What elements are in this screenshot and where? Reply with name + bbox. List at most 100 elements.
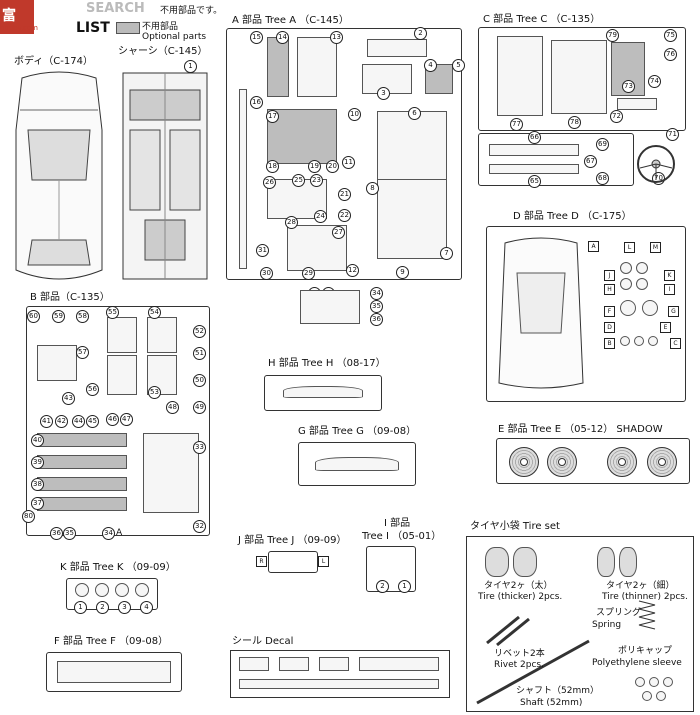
tree-g-label: G 部品 Tree G （09-08） xyxy=(298,426,417,437)
tree-c-part-77 xyxy=(497,36,543,116)
tree-d-mark: J xyxy=(604,270,615,281)
tree-k-num: 4 xyxy=(140,601,153,614)
tree-b-num: 38 xyxy=(31,478,44,491)
tree-d-lens xyxy=(634,336,644,346)
tire-thick xyxy=(485,547,509,577)
tree-a-part-14 xyxy=(267,37,289,97)
optional-note-jp2: 不用部品 xyxy=(142,22,179,32)
tree-c-part-72 xyxy=(617,98,657,110)
tree-c-num: 69 xyxy=(596,138,609,151)
tree-c-num: 75 xyxy=(664,29,677,42)
tree-c-num: 76 xyxy=(664,48,677,61)
tree-c-part-78 xyxy=(551,40,607,114)
tree-e-wheel xyxy=(509,447,539,477)
tree-d-lens xyxy=(620,278,632,290)
tree-j-frame xyxy=(268,551,318,573)
tree-a-part-13 xyxy=(297,37,337,97)
tire-thick-en: Tire (thicker) 2pcs. xyxy=(478,592,563,602)
tree-b-num: 53 xyxy=(148,386,161,399)
tree-c-frame-upper xyxy=(478,27,686,131)
tree-a-num: 19 xyxy=(308,160,321,173)
tree-a-num: 35 xyxy=(370,300,383,313)
tree-d-window xyxy=(498,237,584,389)
decal-plate xyxy=(279,657,309,671)
tree-a-num: 28 xyxy=(285,216,298,229)
tree-c-num: 66 xyxy=(528,131,541,144)
tree-a-num: 22 xyxy=(338,209,351,222)
tree-b-num: 80 xyxy=(22,510,35,523)
tree-b-num: 58 xyxy=(76,310,89,323)
tree-b-seat xyxy=(107,355,137,395)
tree-a-num: 17 xyxy=(266,110,279,123)
tree-b-seat xyxy=(107,317,137,353)
tree-b-num: 50 xyxy=(193,374,206,387)
tree-a-num: 15 xyxy=(250,31,263,44)
tree-k-part xyxy=(75,583,89,597)
tree-b-num: 56 xyxy=(86,383,99,396)
sleeve-en: Polyethylene sleeve xyxy=(592,658,682,668)
tree-b-label: B 部品（C-135） xyxy=(30,292,110,303)
tree-i-num: 2 xyxy=(376,580,389,593)
tree-g-frame xyxy=(298,442,416,486)
chassis-label: シャーシ（C-145） xyxy=(118,46,208,57)
tire-thin xyxy=(597,547,615,577)
tree-b-num: 47 xyxy=(120,413,133,426)
tree-a-num: 16 xyxy=(250,96,263,109)
tree-d-mark: F xyxy=(604,306,615,317)
tree-d-mark: L xyxy=(624,242,635,253)
tree-b-num: 42 xyxy=(55,415,68,428)
decal-plate xyxy=(319,657,349,671)
tree-b-num: 43 xyxy=(62,392,75,405)
optional-swatch xyxy=(116,22,140,34)
tree-a-num: 11 xyxy=(342,156,355,169)
tree-a-num: 27 xyxy=(332,226,345,239)
brand-logo: 富 xyxy=(0,0,34,34)
tree-b-num: 48 xyxy=(166,401,179,414)
body-label: ボディ（C-174） xyxy=(14,56,93,67)
tree-a-num: 24 xyxy=(314,210,327,223)
brand-glyph: 富 xyxy=(2,8,16,24)
decal-badge-strip xyxy=(359,657,439,671)
tire-set-frame xyxy=(466,536,694,712)
tree-b-num: 49 xyxy=(193,401,206,414)
tree-b-num: 59 xyxy=(52,310,65,323)
tree-d-lens xyxy=(636,262,648,274)
tire-thin-jp: タイヤ2ヶ（細） xyxy=(606,581,675,591)
tree-c-num: 71 xyxy=(666,128,679,141)
brand-sub: hobby.com xyxy=(0,24,38,32)
spring-jp: スプリング xyxy=(596,608,642,618)
body-drawing xyxy=(15,71,103,280)
tree-k-num: 2 xyxy=(96,601,109,614)
tree-d-mark: E xyxy=(660,322,671,333)
tree-a-num: 21 xyxy=(338,188,351,201)
tree-b-num: 35 xyxy=(63,527,76,540)
tree-c-num: 74 xyxy=(648,75,661,88)
tree-j-label: J 部品 Tree J （09-09） xyxy=(238,535,347,546)
tree-a-num: 13 xyxy=(330,31,343,44)
tree-a-sprue-extension xyxy=(300,290,360,324)
tree-d-mark: K xyxy=(664,270,675,281)
tree-k-part xyxy=(95,583,109,597)
chassis-part-number: 1 xyxy=(184,60,197,73)
tree-d-lens xyxy=(620,336,630,346)
tree-c-num: 79 xyxy=(606,29,619,42)
tree-a-num: 10 xyxy=(348,108,361,121)
sleeve xyxy=(656,691,666,701)
tree-a-num: 3 xyxy=(377,87,390,100)
tire-thick-jp: タイヤ2ヶ（太） xyxy=(484,581,553,591)
tire-set-label: タイヤ小袋 Tire set xyxy=(470,521,560,532)
tree-d-lens xyxy=(648,336,658,346)
tree-c-part-65 xyxy=(489,164,579,174)
sleeve-jp: ポリキャップ xyxy=(618,646,673,656)
tree-a-num: 31 xyxy=(256,244,269,257)
tree-a-part-16 xyxy=(239,89,247,269)
tree-c-num: 78 xyxy=(568,116,581,129)
tree-c-num: 72 xyxy=(610,110,623,123)
tree-b-num: 33 xyxy=(193,441,206,454)
chassis-drawing xyxy=(122,72,208,280)
tree-d-mark: B xyxy=(604,338,615,349)
tree-c-num: 73 xyxy=(622,80,635,93)
tree-b-num: 37 xyxy=(31,497,44,510)
tree-d-mark: G xyxy=(668,306,679,317)
tree-a-num: 23 xyxy=(310,174,323,187)
